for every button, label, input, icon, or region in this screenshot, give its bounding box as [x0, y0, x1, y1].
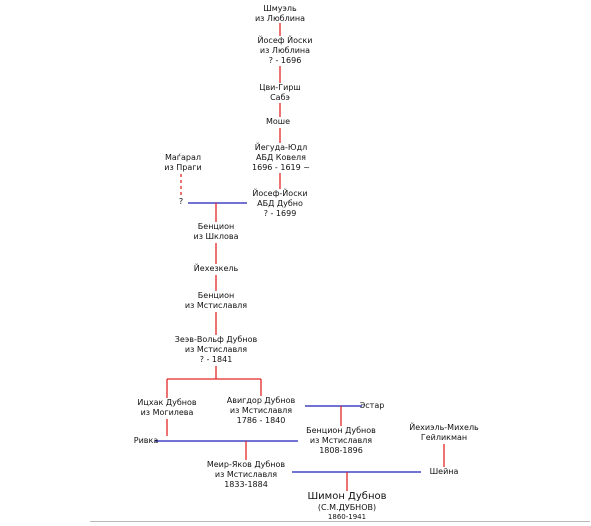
person-sheyna: Шейна	[430, 467, 459, 477]
person-yekhezkel: Йехезкель	[194, 264, 238, 274]
person-origin: из Люблина	[259, 46, 311, 55]
bottom-rule	[90, 521, 590, 522]
person-name: Йехезкель	[193, 264, 239, 273]
person-name: Бенцион	[197, 222, 235, 231]
person-bentsion-mstislavl: Бенцион из Мстиславля	[185, 291, 247, 311]
person-name: Шейна	[429, 467, 459, 476]
person-yosef-yoski-dubno: Йосеф-Йоски АБД Дубно ? - 1699	[252, 189, 307, 219]
person-shimon-dubnov: Шимон Дубнов (С.М.ДУБНОВ) 1860-1941	[307, 491, 386, 522]
person-avigdor: Авигдор Дубнов из Мстиславля 1786 - 1840	[227, 396, 295, 426]
person-origin: из Мстиславля	[309, 436, 373, 445]
person-name: Ицхак Дубнов	[137, 398, 197, 407]
person-name: Бенцион Дубнов	[306, 426, 376, 435]
person-name: Авигдор Дубнов	[226, 396, 296, 405]
person-origin: из Праги	[164, 163, 202, 172]
person-magaral: Маѓарал из Праги	[164, 153, 201, 173]
person-itskhak: Ицхак Дубнов из Могилева	[137, 398, 196, 418]
person-shmuel: Шмуэль из Люблина	[255, 4, 305, 24]
person-tsvi-girsh: Цви-Гирш Сабэ	[259, 83, 301, 103]
person-estar: Эстар	[360, 401, 385, 411]
person-moshe: Моше	[266, 117, 290, 127]
person-years: 1786 - 1840	[236, 416, 286, 425]
person-origin: из Люблина	[254, 14, 306, 23]
person-origin: АБД Дубно	[257, 199, 303, 208]
person-bentsion-dubnov: Бенцион Дубнов из Мстиславля 1808-1896	[306, 426, 376, 456]
person-name: Шимон Дубнов	[307, 491, 387, 502]
person-years: ? - 1841	[199, 355, 233, 364]
person-name: Меир-Яков Дубнов	[206, 460, 286, 469]
person-name: Маѓарал	[164, 153, 201, 162]
person-years: 1833-1884	[224, 480, 268, 489]
person-yosef-yoski-lublin: Йосеф Йоски из Люблина ? - 1696	[258, 36, 313, 66]
person-bentsion-shklov: Бенцион из Шклова	[193, 222, 238, 242]
person-years: 1860-1941	[327, 513, 367, 521]
person-origin: Гейликман	[420, 433, 468, 442]
person-years: ? - 1699	[263, 209, 297, 218]
person-name: Йосеф Йоски	[257, 36, 313, 45]
person-name: Зеэв-Вольф Дубнов	[174, 335, 258, 344]
person-unknown: ?	[179, 197, 183, 207]
person-name: Йегуда-Юдл	[254, 143, 308, 152]
person-origin: из Мстиславля	[184, 301, 248, 310]
person-origin: из Могилева	[140, 408, 194, 417]
person-name: Эстар	[359, 401, 385, 410]
person-origin: из Мстиславля	[229, 406, 293, 415]
person-years: 1696 - 1619 ~	[252, 163, 310, 172]
person-years: ? - 1696	[268, 56, 302, 65]
person-zeev-volf: Зеэв-Вольф Дубнов из Мстиславля ? - 1841	[175, 335, 257, 365]
person-origin: из Мстиславля	[184, 345, 248, 354]
person-origin: АБД Ковеля	[256, 153, 306, 162]
person-name: Бенцион	[197, 291, 235, 300]
person-origin: из Мстиславля	[214, 470, 278, 479]
person-name: Моше	[265, 117, 291, 126]
person-name: Цви-Гирш	[259, 83, 301, 92]
person-name: Шмуэль	[263, 4, 297, 13]
person-alias: (С.М.ДУБНОВ)	[317, 503, 377, 512]
person-origin: из Шклова	[193, 232, 239, 241]
person-yeguda-yudl: Йегуда-Юдл АБД Ковеля 1696 - 1619 ~	[252, 143, 310, 173]
person-rivka: Ривка	[134, 436, 158, 446]
person-meir-yakov: Меир-Яков Дубнов из Мстиславля 1833-1884	[207, 460, 285, 490]
person-name: Йосеф-Йоски	[252, 189, 308, 198]
person-name: ?	[178, 197, 184, 206]
person-name: Йехиэль-Михель	[409, 423, 479, 432]
person-origin: Сабэ	[270, 93, 290, 102]
person-years: 1808-1896	[319, 446, 363, 455]
person-name: Ривка	[133, 436, 159, 445]
person-yekhiel-mikhel: Йехиэль-Михель Гейликман	[409, 423, 479, 443]
